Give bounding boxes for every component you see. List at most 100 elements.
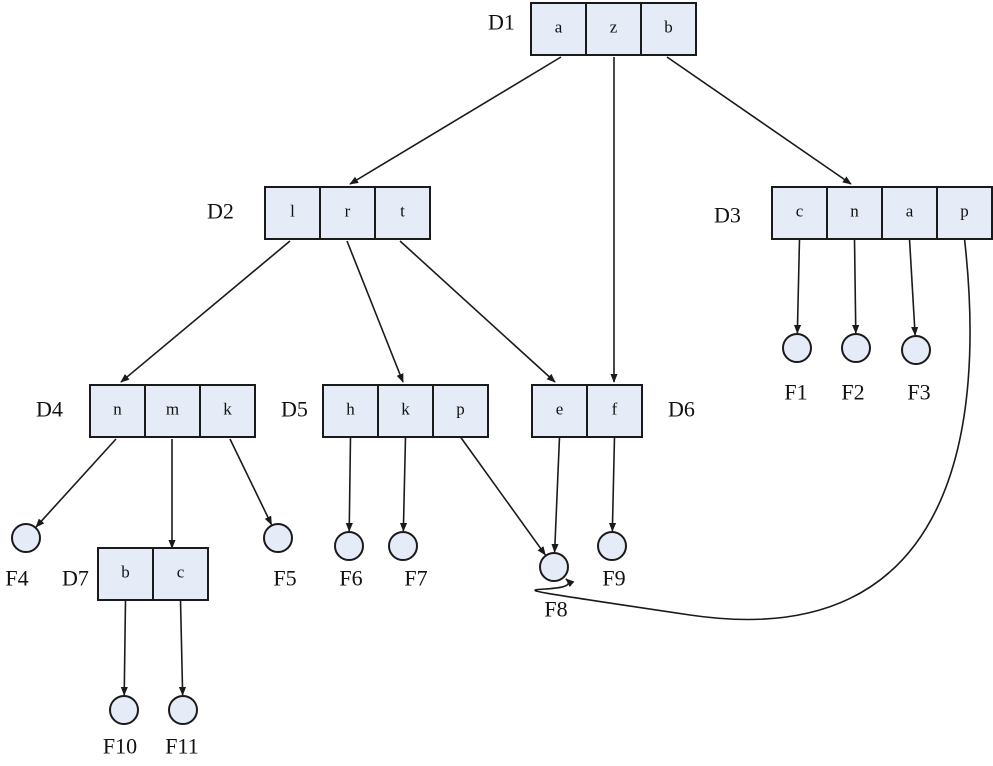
directory-entry-label: m — [166, 400, 179, 419]
file-label: F4 — [5, 566, 28, 591]
directory-cell — [89, 384, 146, 438]
directory-label: D5 — [281, 397, 308, 422]
directory-cell — [826, 186, 883, 240]
directory-label: D4 — [36, 397, 63, 422]
edge-d5-to-f8 — [459, 436, 546, 556]
file-label: F5 — [273, 566, 296, 591]
directory-entry-label: p — [456, 400, 465, 419]
file-circle — [841, 333, 871, 363]
file-label: F3 — [907, 380, 930, 405]
directory-label: D3 — [714, 203, 741, 228]
file-circle — [168, 695, 198, 725]
file-label: F10 — [103, 734, 137, 759]
file-label: F7 — [404, 566, 427, 591]
directory-entry-label: c — [796, 202, 804, 221]
directory-entry-label: c — [177, 563, 185, 582]
directory-node-d6: e f D6 — [531, 384, 695, 438]
directory-entry-label: l — [290, 202, 295, 221]
file-label: F9 — [602, 566, 625, 591]
file-node-f2: F2 — [841, 333, 871, 405]
file-label: F6 — [339, 566, 362, 591]
file-node-f9: F9 — [597, 531, 627, 591]
edge-d5-to-f7 — [399, 436, 408, 532]
file-node-f3: F3 — [901, 335, 931, 405]
directory-entry-label: n — [113, 400, 122, 419]
edge-d2-to-d5 — [346, 240, 404, 383]
file-label: F1 — [784, 380, 807, 405]
directory-cell — [152, 547, 209, 601]
edge-d1-to-d2 — [349, 56, 562, 185]
directory-cell — [374, 186, 431, 240]
file-circle — [388, 531, 418, 561]
directory-label: D1 — [488, 10, 515, 35]
edge-d6-to-f9 — [608, 436, 617, 532]
directory-entry-label: k — [401, 400, 410, 419]
directory-entry-label: t — [400, 202, 405, 221]
file-node-f8: F8 — [539, 552, 569, 622]
directory-cell — [322, 384, 379, 438]
edge-d7-to-f11 — [178, 599, 187, 696]
directory-node-d3: c n a p D3 — [714, 186, 993, 240]
file-circle — [11, 523, 41, 553]
directory-cell — [586, 384, 643, 438]
file-node-f10: F10 — [103, 695, 139, 759]
edge-d4-to-f5 — [229, 438, 273, 526]
file-circle — [263, 523, 293, 553]
directory-entry-label: h — [346, 400, 355, 419]
edge-d7-to-f10 — [120, 599, 128, 696]
directory-node-d5: h k p D5 — [281, 384, 489, 438]
file-label: F11 — [165, 734, 198, 759]
file-node-f6: F6 — [334, 531, 364, 591]
edge-d3-to-f8 — [534, 238, 971, 621]
edge-d2-to-d4 — [120, 240, 291, 383]
directory-label: D2 — [207, 199, 234, 224]
directory-cell — [199, 384, 256, 438]
file-circle — [782, 333, 812, 363]
edges-layer — [35, 56, 971, 696]
directory-node-d1: a z b D1 — [488, 2, 697, 56]
edge-d3-to-f2 — [852, 238, 860, 334]
directory-cell — [585, 2, 642, 56]
file-circle — [539, 552, 569, 582]
file-circle — [901, 335, 931, 365]
directory-label: D6 — [668, 397, 695, 422]
file-label: F8 — [544, 597, 567, 622]
directory-entry-label: p — [960, 202, 969, 221]
directory-entry-label: k — [223, 400, 232, 419]
edge-d4-to-f4 — [35, 438, 117, 528]
file-label: F2 — [841, 380, 864, 405]
directory-entry-label: a — [906, 202, 914, 221]
edge-d3-to-f1 — [793, 238, 802, 334]
directory-node-d2: l r t D2 — [207, 186, 431, 240]
file-circle — [109, 695, 139, 725]
directory-entry-label: z — [610, 18, 618, 37]
directory-cell — [936, 186, 993, 240]
edge-d5-to-f6 — [345, 436, 353, 532]
directory-entry-label: b — [664, 18, 673, 37]
directory-cell — [97, 547, 154, 601]
directory-cell — [531, 384, 588, 438]
directory-entry-label: a — [555, 18, 563, 37]
directory-cell — [640, 2, 697, 56]
file-node-f11: F11 — [165, 695, 199, 759]
edge-d2-to-d6 — [399, 240, 556, 383]
file-circle — [597, 531, 627, 561]
directory-entry-label: b — [121, 563, 130, 582]
edge-d6-to-f8 — [551, 436, 561, 553]
directory-entry-label: r — [345, 202, 351, 221]
edge-d3-to-f3 — [908, 238, 919, 336]
directory-entry-label: f — [612, 400, 618, 419]
file-node-f1: F1 — [782, 333, 812, 405]
directory-node-d4: n m k D4 — [36, 384, 256, 438]
file-node-f5: F5 — [263, 523, 297, 591]
directory-entry-label: e — [556, 400, 564, 419]
file-circle — [334, 531, 364, 561]
file-node-f4: F4 — [5, 523, 41, 591]
edge-d1-to-d3 — [666, 56, 852, 185]
file-node-f7: F7 — [388, 531, 428, 591]
directory-entry-label: n — [850, 202, 859, 221]
directory-cell — [432, 384, 489, 438]
directory-cell — [530, 2, 587, 56]
